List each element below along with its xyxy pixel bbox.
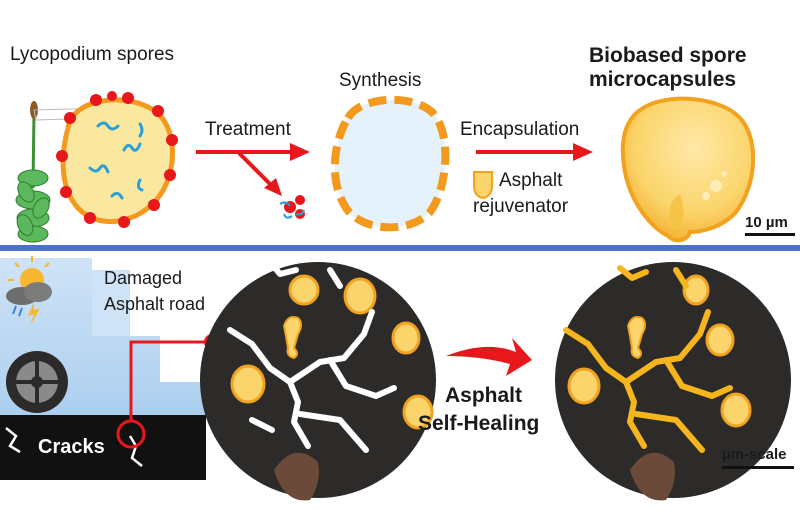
treatment-label: Treatment: [205, 119, 291, 140]
healing-label-line2: Self-Healing: [418, 412, 540, 435]
cracks-label: Cracks: [38, 436, 105, 458]
lycopodium-spore: [56, 91, 178, 228]
moss-plant-icon: [15, 101, 109, 243]
rejuvenator-label-line2: rejuvenator: [473, 196, 569, 217]
self-healing-arrow: [446, 338, 532, 376]
panel-divider: [0, 245, 800, 251]
scale-bottom-label: µm-scale: [722, 446, 787, 463]
healed-asphalt-view: [555, 262, 791, 501]
product-title-line1: Biobased spore: [589, 44, 747, 67]
synthesis-label: Synthesis: [339, 70, 422, 91]
product-title-line2: microcapsules: [589, 67, 737, 91]
tire-icon: [6, 351, 68, 413]
rejuvenator-label-line1: Asphalt: [499, 170, 563, 191]
spores-label: Lycopodium spores: [10, 44, 175, 65]
scale-top-label: 10 µm: [745, 214, 788, 231]
rejuvenator-icon: [473, 171, 493, 200]
product-title: Biobased spore microcapsules: [589, 44, 747, 91]
encapsulation-arrow: [476, 143, 593, 161]
crack-lines-icon: [5, 427, 143, 467]
weather-icon: [6, 256, 52, 326]
healing-label-line1: Asphalt: [445, 384, 523, 407]
removed-material-icon: [279, 195, 305, 219]
microcapsule: [620, 96, 756, 243]
empty-spore-shell: [330, 95, 450, 232]
treatment-arrow: [196, 143, 310, 196]
damaged-asphalt-view: [200, 259, 436, 501]
damaged-label-line2: Asphalt road: [104, 294, 206, 314]
encapsulation-label: Encapsulation: [460, 119, 580, 140]
damaged-label-line1: Damaged: [104, 268, 183, 288]
scale-bottom-bar: [722, 466, 794, 469]
scale-top-bar: [745, 233, 795, 236]
